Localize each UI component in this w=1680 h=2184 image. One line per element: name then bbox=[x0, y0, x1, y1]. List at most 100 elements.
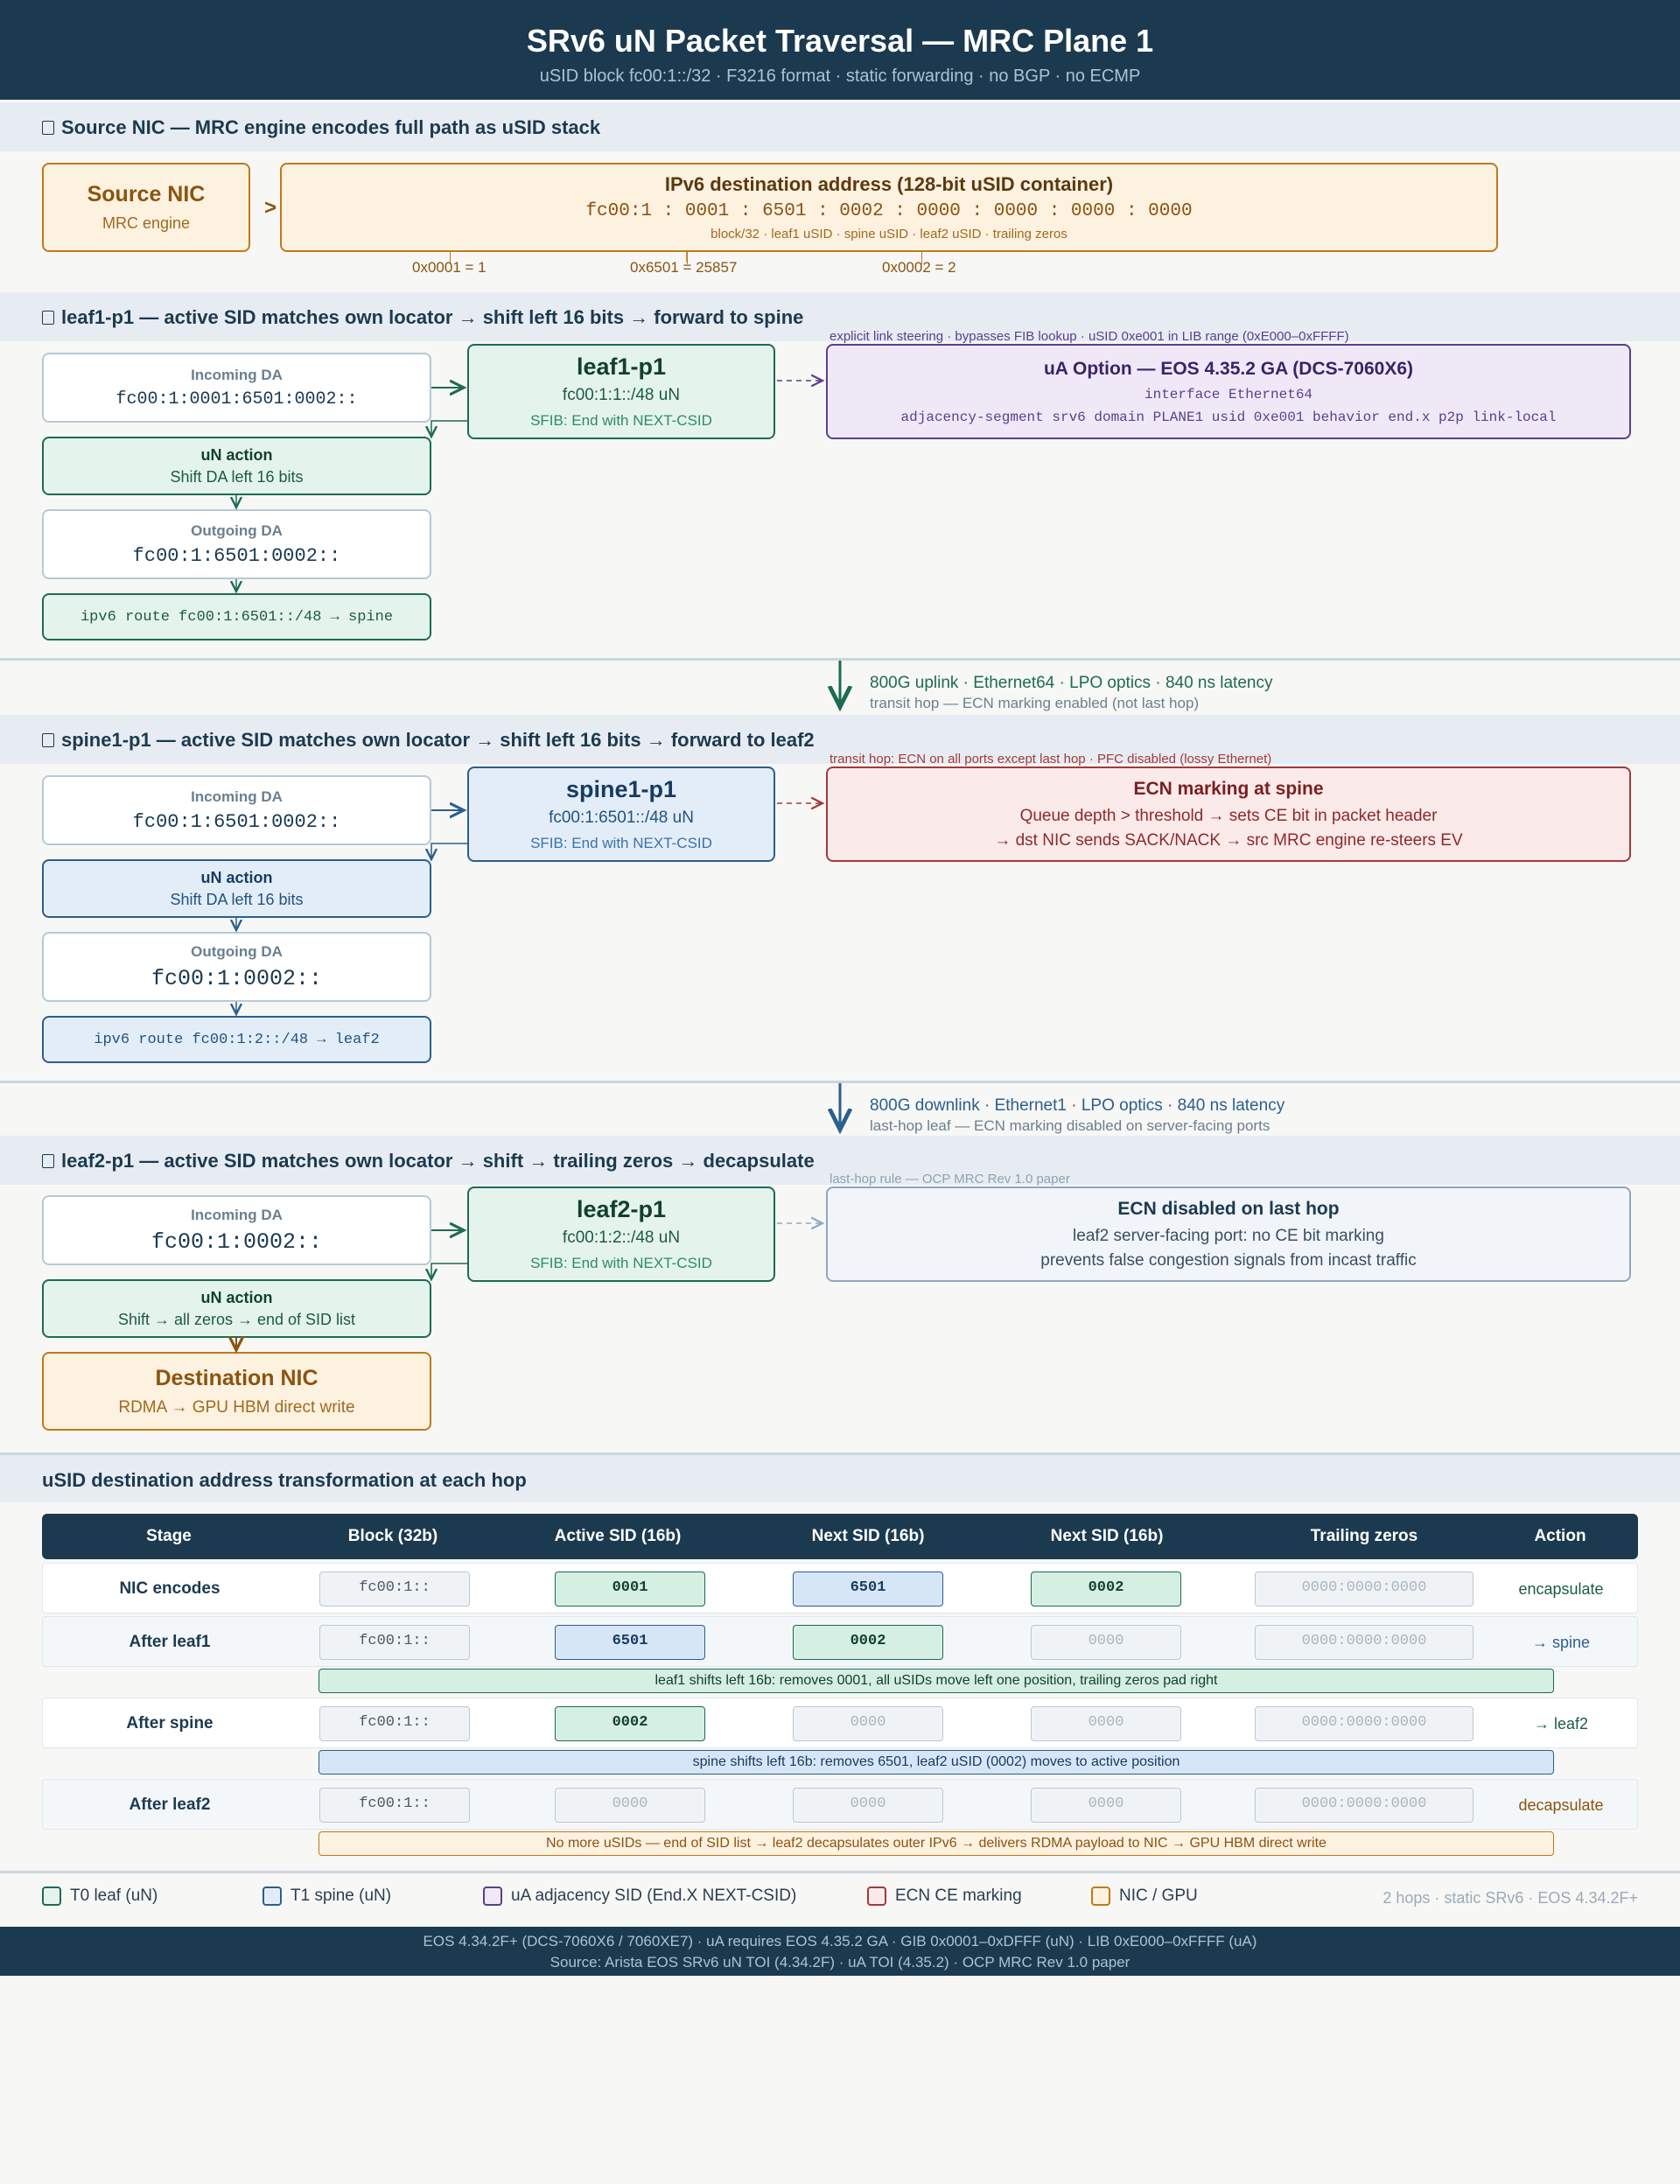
dest-subtitle: RDMA → GPU HBM direct write bbox=[118, 1397, 355, 1417]
node-locator: fc00:1:1::/48 uN bbox=[562, 386, 681, 404]
link2-line1: 800G downlink · Ethernet1 · LPO optics ·… bbox=[870, 1096, 1285, 1115]
section-table: uSID destination address transformation … bbox=[0, 1455, 1680, 1502]
da-legend: block/32 · leaf1 uSID · spine uSID · lea… bbox=[710, 227, 1068, 242]
legend-item: T0 leaf (uN) bbox=[42, 1886, 158, 1906]
legend-item: NIC / GPU bbox=[1091, 1886, 1198, 1906]
side-line: leaf2 server-facing port: no CE bit mark… bbox=[1073, 1226, 1384, 1245]
active-sid-cell: 0002 bbox=[555, 1706, 705, 1741]
next-sid-cell: 0000 bbox=[1031, 1625, 1181, 1660]
section-title: Source NIC — MRC engine encodes full pat… bbox=[61, 116, 601, 138]
stage-cell: After leaf2 bbox=[129, 1796, 211, 1814]
legend-label: T1 spine (uN) bbox=[290, 1886, 392, 1905]
arrow-right-icon: > bbox=[264, 196, 277, 220]
legend-swatch bbox=[1091, 1886, 1110, 1906]
section-source: Source NIC — MRC engine encodes full pat… bbox=[0, 102, 1680, 151]
legend-label: NIC / GPU bbox=[1119, 1886, 1198, 1905]
table-header: Stage Block (32b) Active SID (16b) Next … bbox=[42, 1514, 1638, 1559]
caption: Outgoing DA bbox=[191, 942, 283, 960]
action-cell: decapsulate bbox=[1518, 1796, 1604, 1814]
column-header: Action bbox=[1534, 1527, 1586, 1545]
trailing-zeros-cell: 0000:0000:0000 bbox=[1255, 1625, 1474, 1660]
action-text: Shift DA left 16 bits bbox=[170, 467, 304, 486]
footer-line: Source: Arista EOS SRv6 uN TOI (4.34.2F)… bbox=[550, 1954, 1130, 1970]
pin-icon bbox=[42, 311, 54, 325]
leaf2-node: leaf2-p1 fc00:1:2::/48 uN SFIB: End with… bbox=[467, 1186, 775, 1282]
active-sid-cell: 0000 bbox=[555, 1788, 705, 1823]
leaf1-side-label: explicit link steering · bypasses FIB lo… bbox=[830, 329, 1349, 344]
block-cell: fc00:1:: bbox=[319, 1706, 470, 1741]
leaf1-outgoing-da: Outgoing DA fc00:1:6501:0002:: bbox=[42, 509, 431, 579]
da-value: fc00:1:0001:6501:0002:: bbox=[116, 388, 358, 410]
legend-note: 2 hops · static SRv6 · EOS 4.34.2F+ bbox=[1382, 1889, 1638, 1907]
section-leaf1: leaf1-p1 — active SID matches own locato… bbox=[0, 292, 1680, 341]
column-header: Active SID (16b) bbox=[554, 1527, 682, 1545]
node-name: spine1-p1 bbox=[565, 776, 677, 802]
caption: Incoming DA bbox=[191, 788, 283, 805]
stage-cell: After spine bbox=[126, 1714, 214, 1732]
source-nic-box: Source NIC MRC engine bbox=[42, 163, 250, 252]
pin-icon bbox=[42, 121, 54, 135]
node-fib: SFIB: End with NEXT-CSID bbox=[530, 1255, 712, 1271]
da-title: IPv6 destination address (128-bit uSID c… bbox=[664, 173, 1114, 195]
side-line: → dst NIC sends SACK/NACK → src MRC engi… bbox=[994, 830, 1463, 850]
side-line: interface Ethernet64 bbox=[1144, 386, 1313, 402]
caption: uN action bbox=[200, 868, 273, 886]
side-line: Queue depth > threshold → sets CE bit in… bbox=[1019, 806, 1438, 825]
node-name: leaf2-p1 bbox=[576, 1196, 667, 1222]
legend-swatch bbox=[42, 1886, 61, 1906]
connector-arrows bbox=[0, 252, 1680, 1488]
transform-note: No more uSIDs — end of SID list → leaf2 … bbox=[318, 1831, 1554, 1856]
trailing-zeros-cell: 0000:0000:0000 bbox=[1255, 1706, 1474, 1741]
divider bbox=[0, 1871, 1680, 1873]
decode-tick bbox=[450, 252, 451, 264]
footer-line: EOS 4.34.2F+ (DCS-7060X6 / 7060XE7) · uA… bbox=[423, 1933, 1257, 1950]
caption: Incoming DA bbox=[191, 366, 283, 383]
action-text: Shift → all zeros → end of SID list bbox=[117, 1310, 356, 1328]
section-title: leaf1-p1 — active SID matches own locato… bbox=[61, 306, 804, 328]
side-line: adjacency-segment srv6 domain PLANE1 usi… bbox=[900, 409, 1557, 425]
da-value: fc00:1:0002:: bbox=[150, 965, 323, 991]
da-value: fc00:1:6501:0002:: bbox=[132, 810, 341, 833]
node-fib: SFIB: End with NEXT-CSID bbox=[530, 412, 712, 429]
decode-leaf1: 0x0001 = 1 bbox=[412, 259, 486, 276]
decode-tick bbox=[921, 252, 922, 264]
next-sid-cell: 6501 bbox=[793, 1572, 943, 1606]
legend-item: T1 spine (uN) bbox=[262, 1886, 391, 1906]
section-title: leaf2-p1 — active SID matches own locato… bbox=[61, 1150, 815, 1172]
spine-side-label: transit hop: ECN on all ports except las… bbox=[830, 752, 1272, 766]
pin-icon bbox=[42, 733, 54, 747]
decode-leaf2: 0x0002 = 2 bbox=[882, 259, 956, 276]
link1-line1: 800G uplink · Ethernet64 · LPO optics · … bbox=[870, 674, 1273, 692]
active-sid-cell: 6501 bbox=[555, 1625, 705, 1660]
section-title: uSID destination address transformation … bbox=[42, 1469, 527, 1491]
caption: Incoming DA bbox=[191, 1206, 283, 1223]
node-locator: fc00:1:6501::/48 uN bbox=[549, 808, 694, 827]
next-sid-cell: 0002 bbox=[793, 1625, 943, 1660]
page-subtitle: uSID block fc00:1::/32 · F3216 format · … bbox=[539, 66, 1141, 86]
legend-swatch bbox=[867, 1886, 886, 1906]
side-title: ECN marking at spine bbox=[1133, 778, 1324, 799]
action-cell: → leaf2 bbox=[1533, 1715, 1589, 1732]
side-title: uA Option — EOS 4.35.2 GA (DCS-7060X6) bbox=[1043, 358, 1414, 379]
next-sid-cell: 0000 bbox=[1031, 1706, 1181, 1741]
legend-label: ECN CE marking bbox=[895, 1886, 1022, 1905]
section-leaf2: leaf2-p1 — active SID matches own locato… bbox=[0, 1136, 1680, 1185]
decode-spine: 0x6501 = 25857 bbox=[630, 259, 738, 276]
block-cell: fc00:1:: bbox=[319, 1788, 470, 1823]
table-row: After spine fc00:1:: 0002 0000 0000 0000… bbox=[42, 1698, 1638, 1748]
trailing-zeros-cell: 0000:0000:0000 bbox=[1255, 1572, 1474, 1606]
trailing-zeros-cell: 0000:0000:0000 bbox=[1255, 1788, 1474, 1823]
spine-incoming-da: Incoming DA fc00:1:6501:0002:: bbox=[42, 775, 431, 845]
title-bar: SRv6 uN Packet Traversal — MRC Plane 1 u… bbox=[0, 0, 1680, 100]
legend-swatch bbox=[262, 1886, 282, 1906]
spine-node: spine1-p1 fc00:1:6501::/48 uN SFIB: End … bbox=[467, 766, 775, 862]
stage-cell: After leaf1 bbox=[129, 1633, 211, 1651]
divider bbox=[0, 1081, 1680, 1083]
divider bbox=[0, 658, 1680, 661]
column-header: Trailing zeros bbox=[1310, 1527, 1418, 1545]
action-cell: encapsulate bbox=[1518, 1580, 1604, 1598]
leaf1-un-action: uN action Shift DA left 16 bits bbox=[42, 437, 431, 495]
legend-item: ECN CE marking bbox=[867, 1886, 1022, 1906]
legend-item: uA adjacency SID (End.X NEXT-CSID) bbox=[483, 1886, 796, 1906]
table-row: After leaf1 fc00:1:: 6501 0002 0000 0000… bbox=[42, 1616, 1638, 1667]
